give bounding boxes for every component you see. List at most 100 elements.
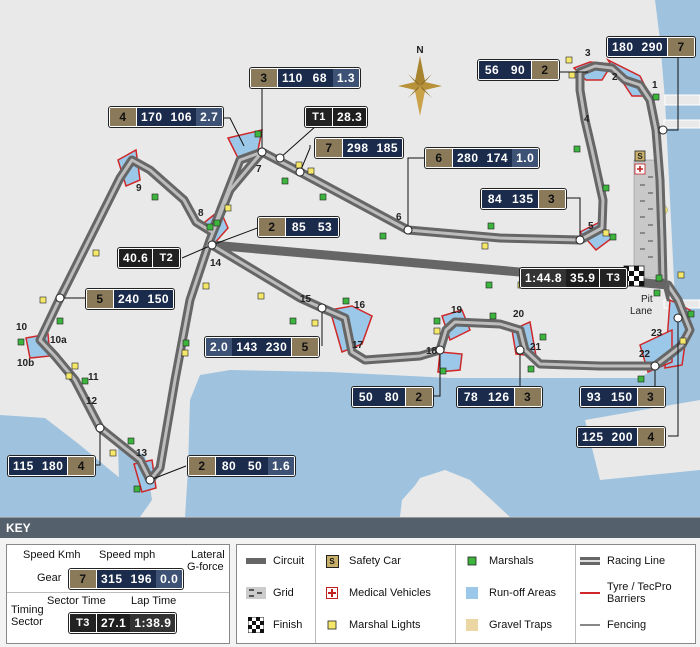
telemetry-turn5: 84 135 3: [481, 189, 566, 209]
turn-points: [55, 125, 683, 485]
lap-time: 1:44.8: [521, 269, 567, 287]
key-sector: Sector: [11, 616, 43, 628]
gear: 6: [426, 149, 453, 167]
gear: 2: [189, 457, 216, 475]
key-tyre-barriers: Tyre / TecPro Barriers: [579, 577, 691, 609]
gear: 3: [251, 69, 278, 87]
sector-time: 28.3: [333, 108, 367, 126]
fence-line-icon: [579, 623, 601, 627]
gear: 7: [70, 570, 97, 588]
speed-mph: 185: [372, 139, 403, 157]
speed-mph: 230: [261, 338, 292, 356]
key-grid: Grid: [245, 577, 294, 609]
speed-kmh: 125: [578, 428, 608, 446]
speed-kmh: 84: [482, 190, 508, 208]
turn-2-label: 2: [612, 72, 618, 83]
speed-mph: 106: [166, 108, 197, 126]
runoff-icon: [461, 587, 483, 599]
turn-22-label: 22: [639, 349, 651, 360]
turn-13-label: 13: [136, 448, 148, 459]
key-title: KEY: [0, 518, 700, 538]
gear: 3: [636, 388, 664, 406]
safety-car-icon: S: [321, 554, 343, 568]
key-symbol-legend: Circuit Grid Finish S Safety Car Medical…: [236, 544, 696, 644]
speed-kmh: 315: [97, 570, 127, 588]
sector3-lap-timing: 1:44.8 35.9 T3: [520, 268, 628, 288]
gear: 2: [259, 218, 286, 236]
medical-cross-icon: [321, 587, 343, 599]
speed-mph: 80: [379, 388, 405, 406]
telemetry-turn22: 93 150 3: [580, 387, 665, 407]
telemetry-turn18: 50 80 2: [352, 387, 433, 407]
turn-17-label: 17: [352, 340, 364, 351]
lap-time: 1:38.9: [130, 614, 176, 632]
lateral-g: 1.6: [268, 457, 295, 475]
speed-mph: 50: [242, 457, 268, 475]
telemetry-turn21: 78 126 3: [457, 387, 542, 407]
speed-mph: 68: [306, 69, 333, 87]
speed-mph: 150: [607, 388, 637, 406]
turn-4-label: 4: [584, 114, 590, 125]
key-speed-kmh: Speed Kmh: [23, 549, 81, 561]
key-marshal-lights: Marshal Lights: [321, 609, 421, 641]
turn-9-label: 9: [136, 183, 142, 194]
turn-14-label: 14: [210, 258, 222, 269]
sector-label: T3: [70, 614, 97, 632]
speed-mph: 196: [126, 570, 157, 588]
turn-5-label: 5: [588, 221, 594, 232]
turn-20-label: 20: [513, 309, 525, 320]
grid-icon: [245, 587, 267, 599]
key-safety-car: S Safety Car: [321, 545, 401, 577]
marshal-posts: [17, 93, 695, 493]
pit-lane-label-line1: Pit: [641, 294, 653, 305]
key-sample-telemetry: 7 315 196 0.0: [69, 569, 184, 589]
map-key: KEY Speed Kmh Speed mph Lateral G-force …: [0, 517, 700, 647]
svg-text:S: S: [637, 152, 643, 161]
turn-10-label: 10: [16, 322, 28, 333]
key-marshals: Marshals: [461, 545, 534, 577]
barrier-line-icon: [579, 591, 601, 595]
turn-12-label: 12: [86, 396, 98, 407]
marshal-light-icon: [321, 620, 343, 630]
speed-mph: 200: [607, 428, 638, 446]
key-runoff: Run-off Areas: [461, 577, 556, 609]
speed-kmh: 93: [581, 388, 607, 406]
key-sample-timing: T3 27.1 1:38.9: [69, 613, 177, 633]
telemetry-turn11: 115 180 4: [8, 456, 96, 476]
key-lap-time: Lap Time: [131, 595, 177, 607]
speed-kmh: 110: [278, 69, 307, 87]
turn-3-label: 3: [585, 48, 591, 59]
gear: 5: [291, 338, 319, 356]
turn-19-label: 19: [451, 305, 463, 316]
speed-kmh: 180: [608, 38, 638, 56]
lateral-g: 2.7: [196, 108, 223, 126]
gear: 7: [667, 38, 695, 56]
sector-time: 40.6: [119, 249, 153, 267]
peninsula: [400, 472, 505, 517]
turn-labels: 1 2 3 4 5 6 7 8 9 10 10a 10b 11 12 13 14…: [16, 48, 663, 459]
marshal-icon: [461, 556, 483, 566]
lateral-g: 1.0: [512, 149, 539, 167]
pit-lane-label-line2: Lane: [630, 306, 653, 317]
speed-mph: 126: [484, 388, 514, 406]
speed-kmh: 50: [353, 388, 379, 406]
key-fencing: Fencing: [579, 609, 646, 641]
sector-label: T1: [306, 108, 333, 126]
gear: 4: [110, 108, 137, 126]
telemetry-turn6: 6 280 174 1.0: [425, 148, 540, 168]
key-medical: Medical Vehicles: [321, 577, 431, 609]
gear: 5: [87, 290, 114, 308]
turn-6-label: 6: [396, 212, 402, 223]
speed-kmh: 170: [137, 108, 167, 126]
medical-marker: [634, 163, 646, 175]
racing-line-icon: [579, 556, 601, 566]
lateral-g: 2.0: [206, 338, 233, 356]
turn-1-label: 1: [652, 80, 658, 91]
key-sector-time: Sector Time: [47, 595, 106, 607]
telemetry-turn10: 5 240 150: [86, 289, 175, 309]
gear: 2: [405, 388, 432, 406]
lateral-g: 0.0: [156, 570, 183, 588]
gravel-icon: [461, 619, 483, 631]
key-circuit: Circuit: [245, 545, 304, 577]
speed-kmh: 56: [479, 61, 505, 79]
